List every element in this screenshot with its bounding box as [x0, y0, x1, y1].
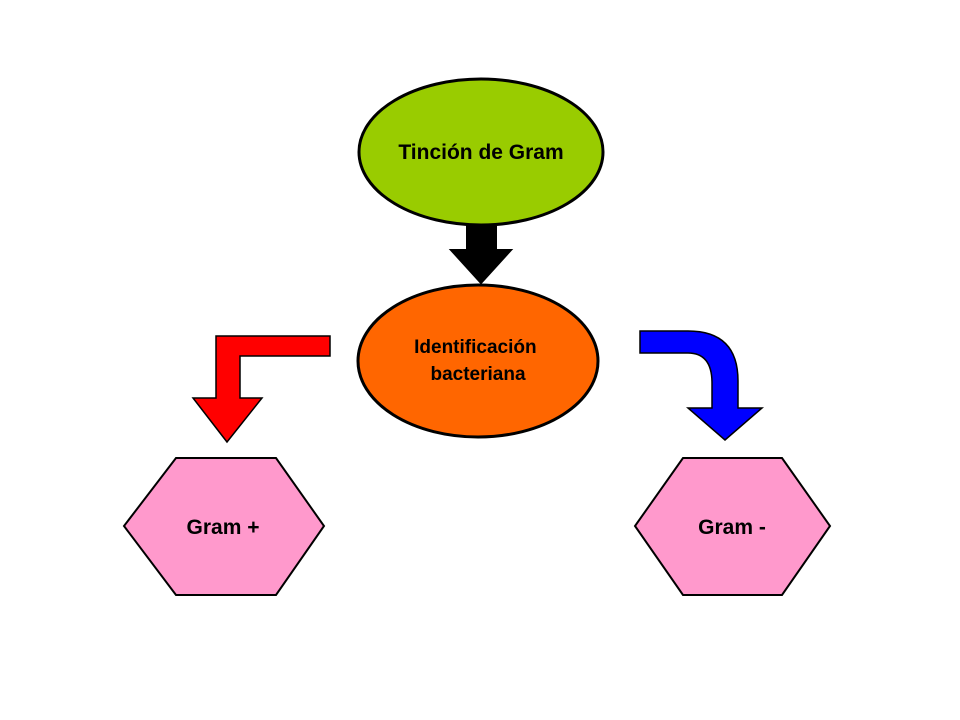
node-gram-positive-shape [122, 457, 326, 596]
node-identificacion-line2: bacteriana [430, 364, 525, 385]
node-gram-negative-label: Gram - [698, 516, 766, 539]
node-identificacion-bacteriana: Identificación bacteriana [356, 283, 600, 439]
node-tincion-label: Tinción de Gram [398, 141, 563, 164]
arrow-down-shape [448, 225, 514, 285]
node-gram-negative-shape [633, 457, 832, 596]
arrow-down [448, 225, 514, 285]
arrow-right-shape [639, 330, 765, 441]
node-identificacion-shape [356, 283, 600, 439]
node-tincion-de-gram: Tinción de Gram [357, 77, 605, 227]
node-gram-positive: Gram + [122, 457, 326, 596]
node-gram-positive-label: Gram + [187, 516, 260, 539]
arrow-left-gram-positive [191, 335, 331, 444]
node-gram-negative: Gram - [633, 457, 832, 596]
node-identificacion-line1: Identificación [414, 337, 536, 358]
arrow-left-shape [191, 335, 331, 444]
arrow-right-gram-negative [639, 330, 765, 441]
node-identificacion-label: Identificación bacteriana [414, 337, 542, 385]
